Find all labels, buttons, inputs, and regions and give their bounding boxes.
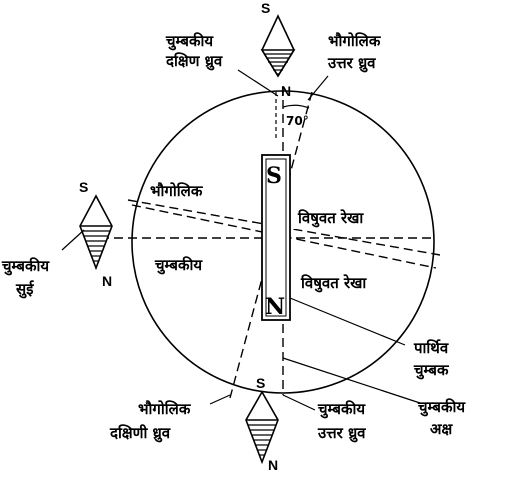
leader-needle bbox=[62, 230, 84, 250]
label-magnetic-axis-2: अक्ष bbox=[430, 420, 453, 438]
label-magnetic-south-1: चुम्बकीय bbox=[165, 32, 214, 51]
label-geographic-south-1: भौगोलिक bbox=[138, 400, 192, 418]
leader-magnetic-axis bbox=[283, 358, 420, 403]
bottom-compass-needle bbox=[246, 392, 278, 462]
label-magnetic-axis-1: चुम्बकीय bbox=[417, 398, 466, 417]
leader-earth-magnet bbox=[290, 298, 405, 345]
leader-magnetic-south bbox=[238, 70, 278, 96]
bottom-needle-south: S bbox=[256, 375, 265, 391]
left-needle-south: S bbox=[79, 179, 88, 195]
bottom-needle-north: N bbox=[268, 457, 278, 473]
top-needle-north: N bbox=[281, 83, 291, 99]
label-geographic-north-2: उत्तर ध्रुव bbox=[327, 54, 376, 73]
label-earth-magnet-1: पार्थिव bbox=[413, 339, 449, 357]
label-needle-2: सुई bbox=[15, 280, 35, 299]
label-magnetic-north-1: चुम्बकीय bbox=[317, 400, 366, 419]
label-magnetic-inner: चुम्बकीय bbox=[154, 256, 203, 275]
leader-geographic-south bbox=[210, 395, 230, 404]
label-needle-1: चुम्बकीय bbox=[1, 257, 50, 276]
label-equator-lower: विषुवत रेखा bbox=[300, 274, 367, 293]
left-needle-north: N bbox=[102, 273, 112, 289]
label-geographic-inner: भौगोलिक bbox=[150, 182, 204, 200]
label-equator-upper: विषुवत रेखा bbox=[297, 209, 364, 228]
leader-magnetic-north bbox=[283, 395, 315, 410]
bar-north-pole: N bbox=[265, 294, 285, 320]
label-magnetic-north-2: उत्तर ध्रुव bbox=[317, 424, 366, 443]
left-compass-needle bbox=[80, 196, 112, 268]
angle-arc bbox=[283, 105, 309, 108]
label-earth-magnet-2: चुम्बक bbox=[413, 361, 450, 380]
top-needle-south: S bbox=[261, 0, 270, 16]
label-magnetic-south-2: दक्षिण ध्रुव bbox=[165, 52, 223, 71]
angle-label: 70° bbox=[286, 114, 309, 128]
bar-south-pole: S bbox=[266, 163, 282, 189]
label-geographic-south-2: दक्षिणी ध्रुव bbox=[109, 424, 171, 443]
label-geographic-north-1: भौगोलिक bbox=[328, 32, 382, 50]
top-compass-needle bbox=[262, 16, 294, 76]
